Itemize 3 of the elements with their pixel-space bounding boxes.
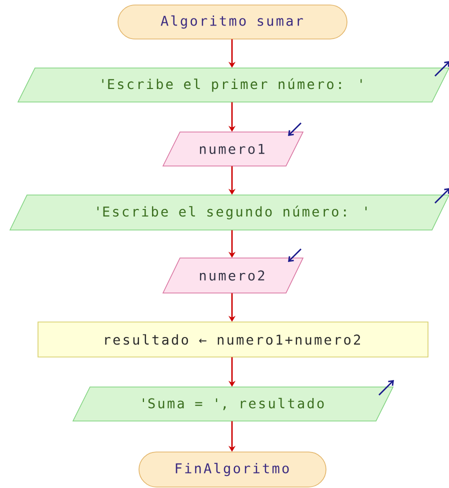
terminal-box: FinAlgoritmo: [138, 452, 326, 488]
terminal-box: Algoritmo sumar: [118, 4, 348, 40]
process-box: resultado ← numero1+numero2: [38, 322, 428, 358]
